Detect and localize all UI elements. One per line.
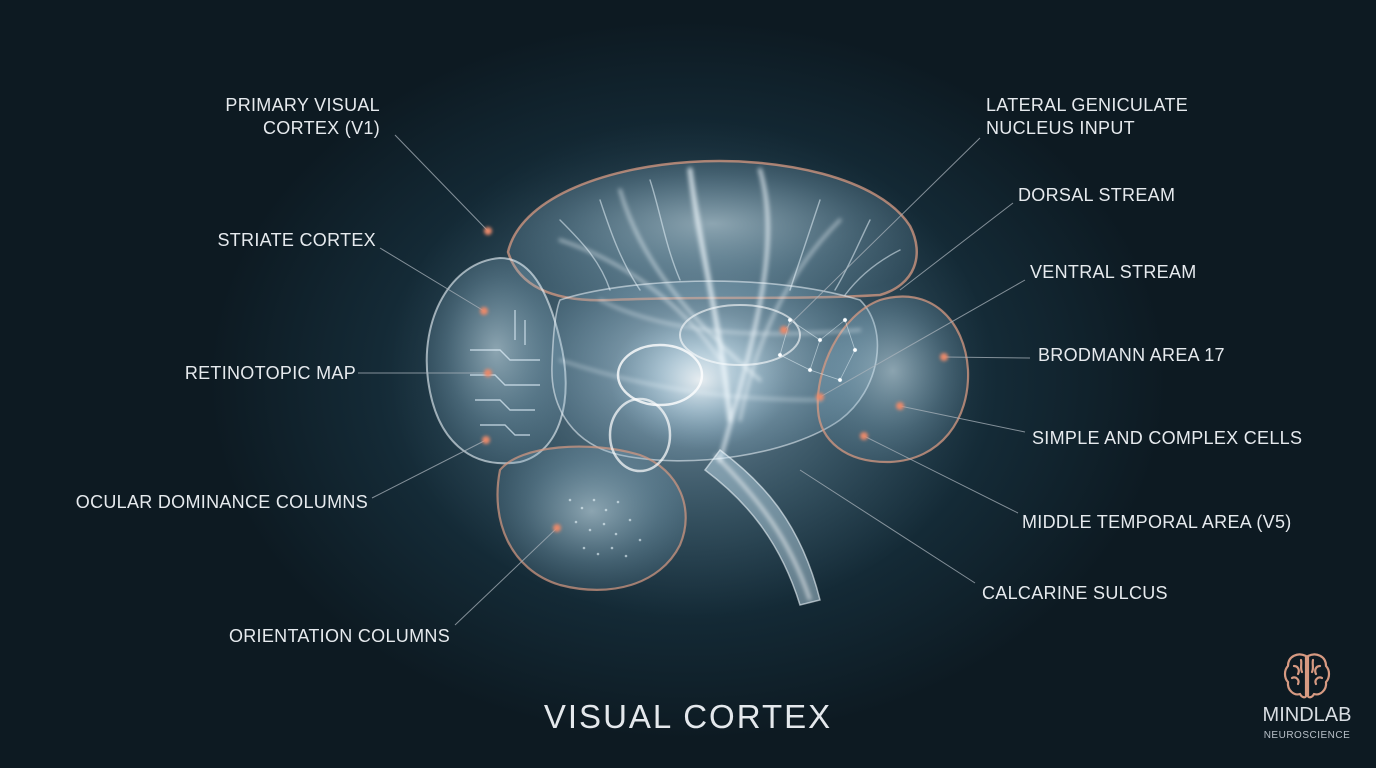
leader-middle-temporal-area	[863, 435, 1019, 514]
label-simple-and-complex-cells: SIMPLE AND COMPLEX CELLS	[1032, 427, 1302, 450]
label-line: RETINOTOPIC MAP	[184, 363, 356, 383]
label-orientation-columns: ORIENTATION COLUMNS	[229, 625, 450, 648]
leader-lines	[358, 134, 1031, 626]
label-retinotopic-map: RETINOTOPIC MAP	[185, 362, 356, 385]
brand-logo: MINDLAB NEUROSCIENCE	[1252, 650, 1362, 750]
right-lobe	[816, 295, 970, 464]
label-line: OCULAR DOMINANCE COLUMNS	[75, 492, 368, 512]
leader-ocular-dominance-columns	[371, 439, 487, 499]
marker-simple-complex-cells	[896, 402, 904, 410]
brain-icon	[1283, 653, 1331, 699]
leader-striate-cortex	[379, 247, 485, 312]
temporal-lobe	[496, 445, 687, 591]
leader-primary-visual-cortex	[394, 134, 489, 232]
leader-lateral-geniculate	[783, 137, 981, 331]
label-lateral-geniculate-nucleus-input: LATERAL GENICULATE NUCLEUS INPUT	[986, 94, 1188, 140]
page-title: VISUAL CORTEX	[543, 698, 833, 735]
marker-lateral-geniculate	[780, 326, 788, 334]
marker-orientation-columns	[553, 524, 561, 532]
neural-network	[777, 317, 858, 383]
label-line: DORSAL STREAM	[1018, 185, 1176, 205]
label-calcarine-sulcus: CALCARINE SULCUS	[982, 582, 1168, 605]
leader-dorsal-stream	[899, 202, 1014, 291]
marker-striate-cortex	[480, 307, 488, 315]
dot-texture	[568, 498, 642, 558]
label-ventral-stream: VENTRAL STREAM	[1030, 261, 1197, 284]
label-ocular-dominance-columns: OCULAR DOMINANCE COLUMNS	[76, 491, 368, 514]
leader-orientation-columns	[454, 527, 558, 626]
label-line: ORIENTATION COLUMNS	[228, 626, 450, 646]
marker-ocular-dominance-columns	[482, 436, 490, 444]
label-brodmann-area-17: BRODMANN AREA 17	[1038, 344, 1225, 367]
label-middle-temporal-area: MIDDLE TEMPORAL AREA (V5)	[1022, 511, 1292, 534]
inner-ring-2	[608, 397, 672, 473]
inner-core	[610, 310, 790, 450]
marker-middle-temporal-area	[860, 432, 868, 440]
label-line: VENTRAL STREAM	[1030, 262, 1197, 282]
label-striate-cortex: STRIATE CORTEX	[217, 229, 376, 252]
label-line: SIMPLE AND COMPLEX CELLS	[1032, 428, 1303, 448]
marker-retinotopic-map	[484, 369, 492, 377]
label-line: PRIMARY VISUAL	[225, 95, 380, 115]
inner-ring-1	[616, 343, 704, 407]
label-line: NUCLEUS INPUT	[986, 118, 1135, 138]
inner-ring-3	[679, 304, 801, 366]
leader-ventral-stream	[819, 279, 1026, 398]
brainstem-fiber	[713, 453, 812, 601]
label-line: BRODMANN AREA 17	[1038, 345, 1225, 365]
label-primary-visual-cortex: PRIMARY VISUAL CORTEX (V1)	[225, 94, 380, 140]
label-line: STRIATE CORTEX	[217, 230, 376, 250]
label-line: CORTEX (V1)	[263, 118, 380, 138]
marker-brodmann-area-17	[940, 353, 948, 361]
brand-name: MINDLAB	[1262, 704, 1352, 726]
leader-calcarine-sulcus	[799, 469, 976, 584]
leader-brodmann-area-17	[943, 356, 1031, 359]
leader-simple-complex-cells	[899, 405, 1026, 433]
marker-dots	[480, 227, 948, 532]
marker-primary-visual-cortex	[484, 227, 492, 235]
fiber-tracts	[558, 167, 862, 462]
label-line: MIDDLE TEMPORAL AREA (V5)	[1022, 512, 1292, 532]
label-line: LATERAL GENICULATE	[986, 95, 1189, 115]
brainstem	[703, 448, 821, 606]
fine-veins	[559, 179, 901, 296]
marker-ventral-stream	[816, 393, 824, 401]
label-line: CALCARINE SULCUS	[982, 583, 1168, 603]
circuit-pattern	[470, 310, 540, 436]
label-dorsal-stream: DORSAL STREAM	[1018, 184, 1175, 207]
brand-subtitle: NEUROSCIENCE	[1263, 730, 1351, 741]
